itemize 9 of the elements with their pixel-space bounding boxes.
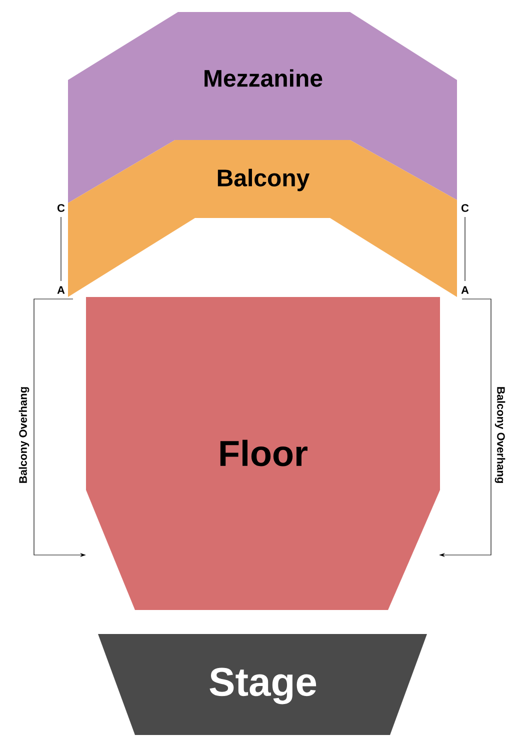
overhang-label: Balcony Overhang: [18, 387, 30, 483]
section-marker: A: [57, 286, 65, 294]
seating-section: Floor: [86, 297, 440, 610]
section-marker: C: [57, 204, 65, 212]
section-marker: A: [461, 286, 469, 294]
overhang-label: Balcony Overhang: [494, 387, 506, 483]
seating-section: Balcony: [68, 140, 457, 297]
section-marker: C: [462, 204, 469, 212]
seating-section: Stage: [98, 634, 427, 735]
